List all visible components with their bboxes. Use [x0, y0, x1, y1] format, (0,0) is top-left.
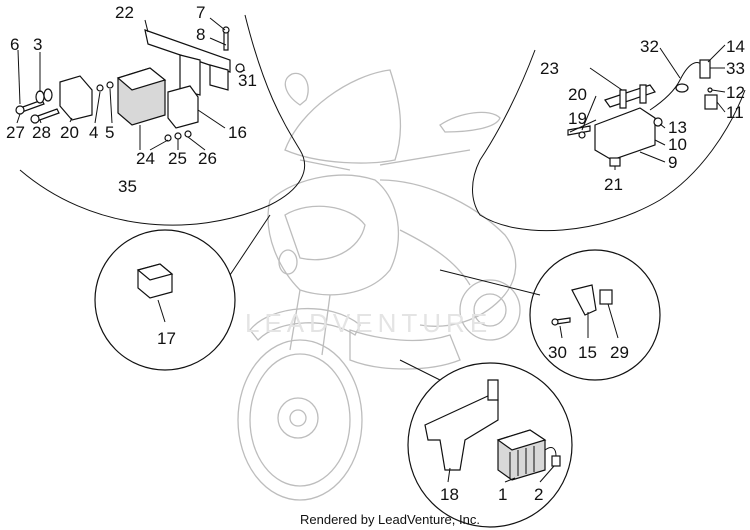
callout-2: 2: [534, 485, 543, 504]
callout-27: 27: [6, 123, 25, 142]
leader-circle-18: [399, 359, 441, 381]
callout-7: 7: [196, 3, 205, 22]
callout-31: 31: [238, 71, 257, 90]
callout-8: 8: [196, 25, 205, 44]
part-1-2-18: [424, 379, 561, 483]
detail-circle-17: [94, 229, 236, 371]
callout-21: 21: [604, 175, 623, 194]
callout-25: 25: [168, 149, 187, 168]
callout-22: 22: [115, 3, 134, 22]
callout-29: 29: [610, 343, 629, 362]
scooter-outline: [237, 69, 521, 501]
callout-20-left: 20: [60, 123, 79, 142]
top-left-group-outline: [19, 14, 306, 226]
callout-26: 26: [198, 149, 217, 168]
callout-10: 10: [668, 135, 687, 154]
part-17-module: [136, 263, 174, 323]
top-right-parts: [567, 59, 718, 167]
leader-circle-15: [439, 269, 541, 296]
detail-circle-1-2-18: [407, 362, 573, 528]
callout-labels: 22 7 8 6 3 31 27 28 20 4 5 16 24 25 26 3…: [6, 3, 745, 504]
callout-3: 3: [33, 35, 42, 54]
callout-9: 9: [668, 153, 677, 172]
top-left-leaders: [16, 17, 246, 151]
top-right-leaders: [569, 44, 726, 170]
callout-32: 32: [640, 37, 659, 56]
footer-credit: Rendered by LeadVenture, Inc.: [300, 512, 480, 527]
callout-6: 6: [10, 35, 19, 54]
callout-13: 13: [668, 118, 687, 137]
part-15-29-30: [551, 284, 619, 339]
callout-19: 19: [568, 109, 587, 128]
top-right-group-outline: [472, 49, 746, 232]
callout-14: 14: [726, 37, 745, 56]
callout-23: 23: [540, 59, 559, 78]
callout-33: 33: [726, 59, 745, 78]
callout-20-right: 20: [568, 85, 587, 104]
callout-30: 30: [548, 343, 567, 362]
detail-circle-15-29-30: [529, 249, 661, 381]
callout-17: 17: [157, 329, 176, 348]
callout-4: 4: [89, 123, 98, 142]
callout-15: 15: [578, 343, 597, 362]
callout-11: 11: [726, 103, 744, 122]
top-left-parts: [15, 26, 245, 142]
watermark-text: LEADVENTURE: [245, 308, 492, 338]
leader-circle-17: [229, 214, 271, 276]
callout-12: 12: [726, 83, 745, 102]
callout-18: 18: [440, 485, 459, 504]
callout-35: 35: [118, 177, 137, 196]
callout-1: 1: [498, 485, 507, 504]
callout-5: 5: [105, 123, 114, 142]
callout-24: 24: [136, 149, 155, 168]
callout-28: 28: [32, 123, 51, 142]
callout-16: 16: [228, 123, 247, 142]
